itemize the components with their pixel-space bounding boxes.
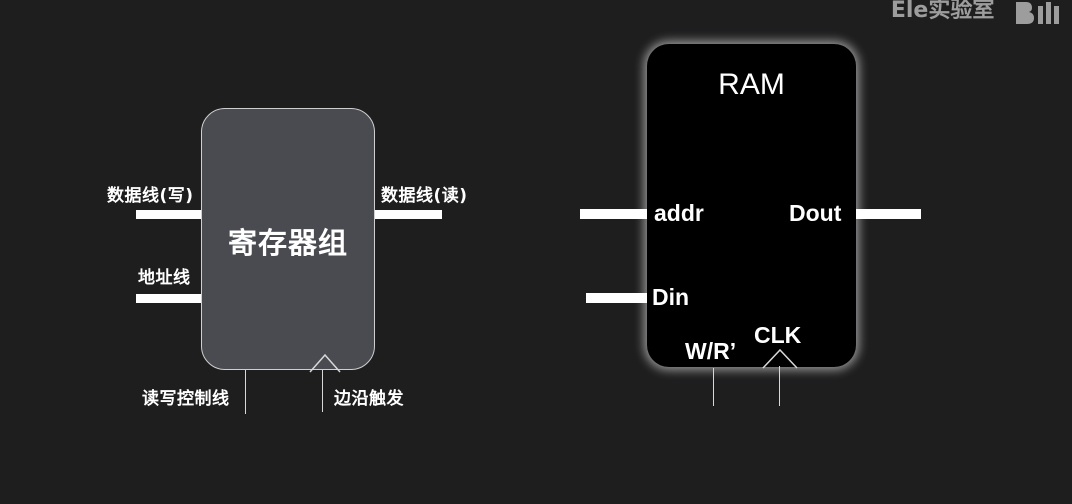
ram-port-wr: W/R’ (685, 338, 737, 364)
watermark: Ele实验室 (891, 0, 1064, 24)
ram-port-clk: CLK (754, 322, 802, 348)
data-write-wire (136, 210, 202, 219)
addr-wire (580, 209, 648, 219)
label-rw-control: 读写控制线 (142, 389, 230, 409)
rw-control-line (245, 370, 246, 414)
edge-trigger-line (322, 370, 323, 412)
ram-port-din: Din (652, 284, 690, 310)
bilibili-logo-icon (1016, 2, 1059, 24)
label-data-read: 数据线(读) (381, 186, 468, 206)
ram-port-dout: Dout (789, 200, 842, 226)
label-address: 地址线 (138, 268, 191, 288)
edge-trigger-triangle-icon (309, 353, 341, 373)
label-data-write: 数据线(写) (107, 186, 194, 206)
ram-title: RAM (718, 68, 785, 101)
label-edge-trigger: 边沿触发 (334, 389, 404, 409)
clock-triangle-icon (762, 348, 798, 369)
wr-control-line (713, 368, 714, 406)
ram-block (647, 44, 856, 367)
register-file-title: 寄存器组 (227, 226, 348, 260)
din-wire (586, 293, 648, 303)
register-file-block (201, 108, 375, 370)
data-read-wire (374, 210, 442, 219)
ram-port-addr: addr (654, 200, 704, 226)
address-wire (136, 294, 202, 303)
watermark-text: Ele实验室 (890, 0, 995, 23)
dout-wire (855, 209, 921, 219)
clk-line (779, 366, 780, 406)
